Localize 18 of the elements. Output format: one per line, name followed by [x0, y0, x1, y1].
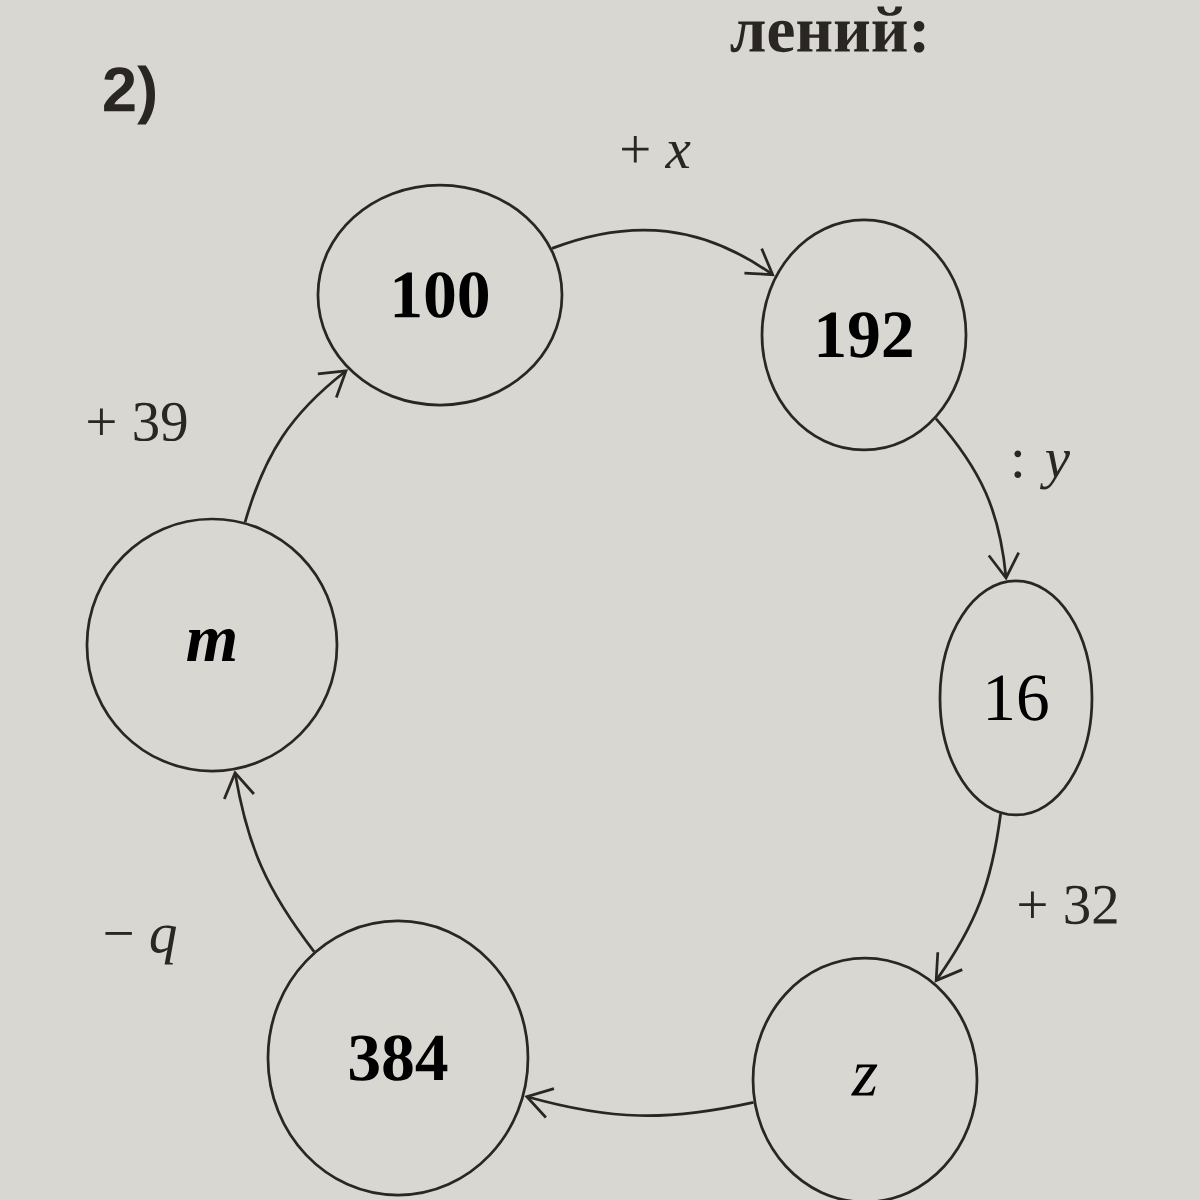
edge-label: + 39 — [83, 400, 191, 444]
circle-node: 192 — [760, 218, 968, 452]
text-label: 2) — [104, 65, 155, 125]
edge-label: + x — [617, 133, 693, 171]
arrow — [524, 1087, 754, 1119]
arrow — [934, 417, 1020, 581]
arrow — [551, 228, 775, 277]
circle-node: 384 — [266, 919, 530, 1197]
arrow — [934, 813, 1002, 983]
circle-node: m — [85, 517, 339, 773]
text-label: лений: — [730, 6, 925, 53]
edge-label: : y — [1007, 448, 1073, 492]
circle-node: 16 — [938, 579, 1094, 817]
edge-label: − q — [100, 923, 180, 967]
arrow — [223, 770, 316, 953]
arrow — [243, 369, 348, 523]
circle-node: 100 — [316, 183, 564, 407]
edge-label: + 32 — [1014, 883, 1122, 927]
